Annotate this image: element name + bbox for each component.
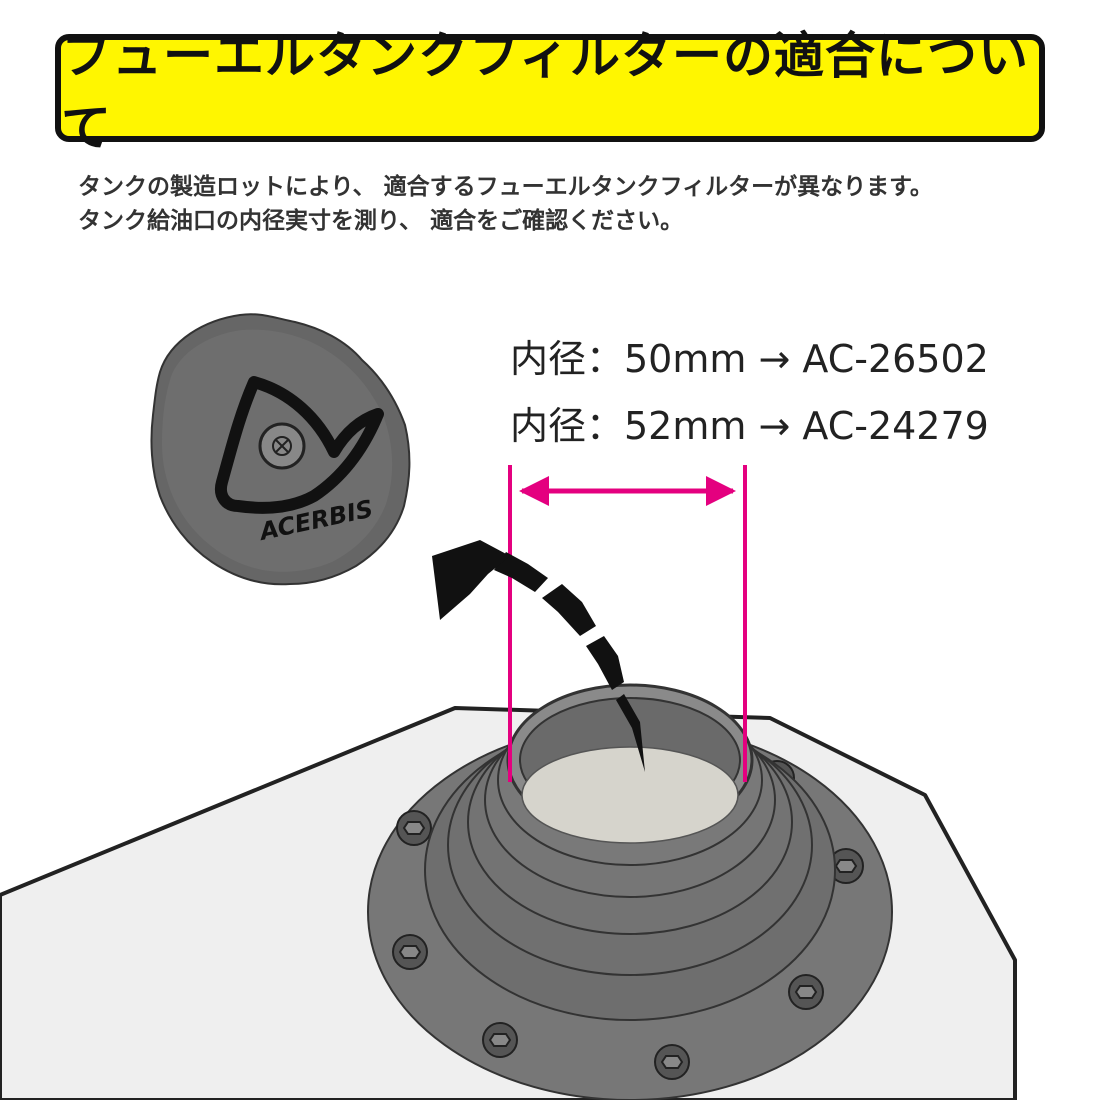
title-banner: フューエルタンクフィルターの適合について: [55, 27, 1045, 157]
note-line-1: タンクの製造ロットにより、 適合するフューエルタンクフィルターが異なります。: [78, 174, 933, 200]
note-line-2: タンク給油口の内径実寸を測り、 適合をご確認ください。: [78, 208, 684, 234]
title-text: フューエルタンクフィルターの適合について: [61, 27, 1029, 157]
fuel-cap-icon: ACERBIS: [150, 313, 411, 586]
spec-50mm: 内径：50mm → AC-26502: [510, 337, 989, 381]
filter-disc: [521, 746, 739, 844]
bolt-head-icon: [392, 760, 864, 1080]
notes-block: タンクの製造ロットにより、 適合するフューエルタンクフィルターが異なります。 タ…: [78, 170, 933, 238]
spec-52mm: 内径：52mm → AC-24279: [510, 404, 989, 448]
curved-arrow-icon: [432, 540, 645, 772]
